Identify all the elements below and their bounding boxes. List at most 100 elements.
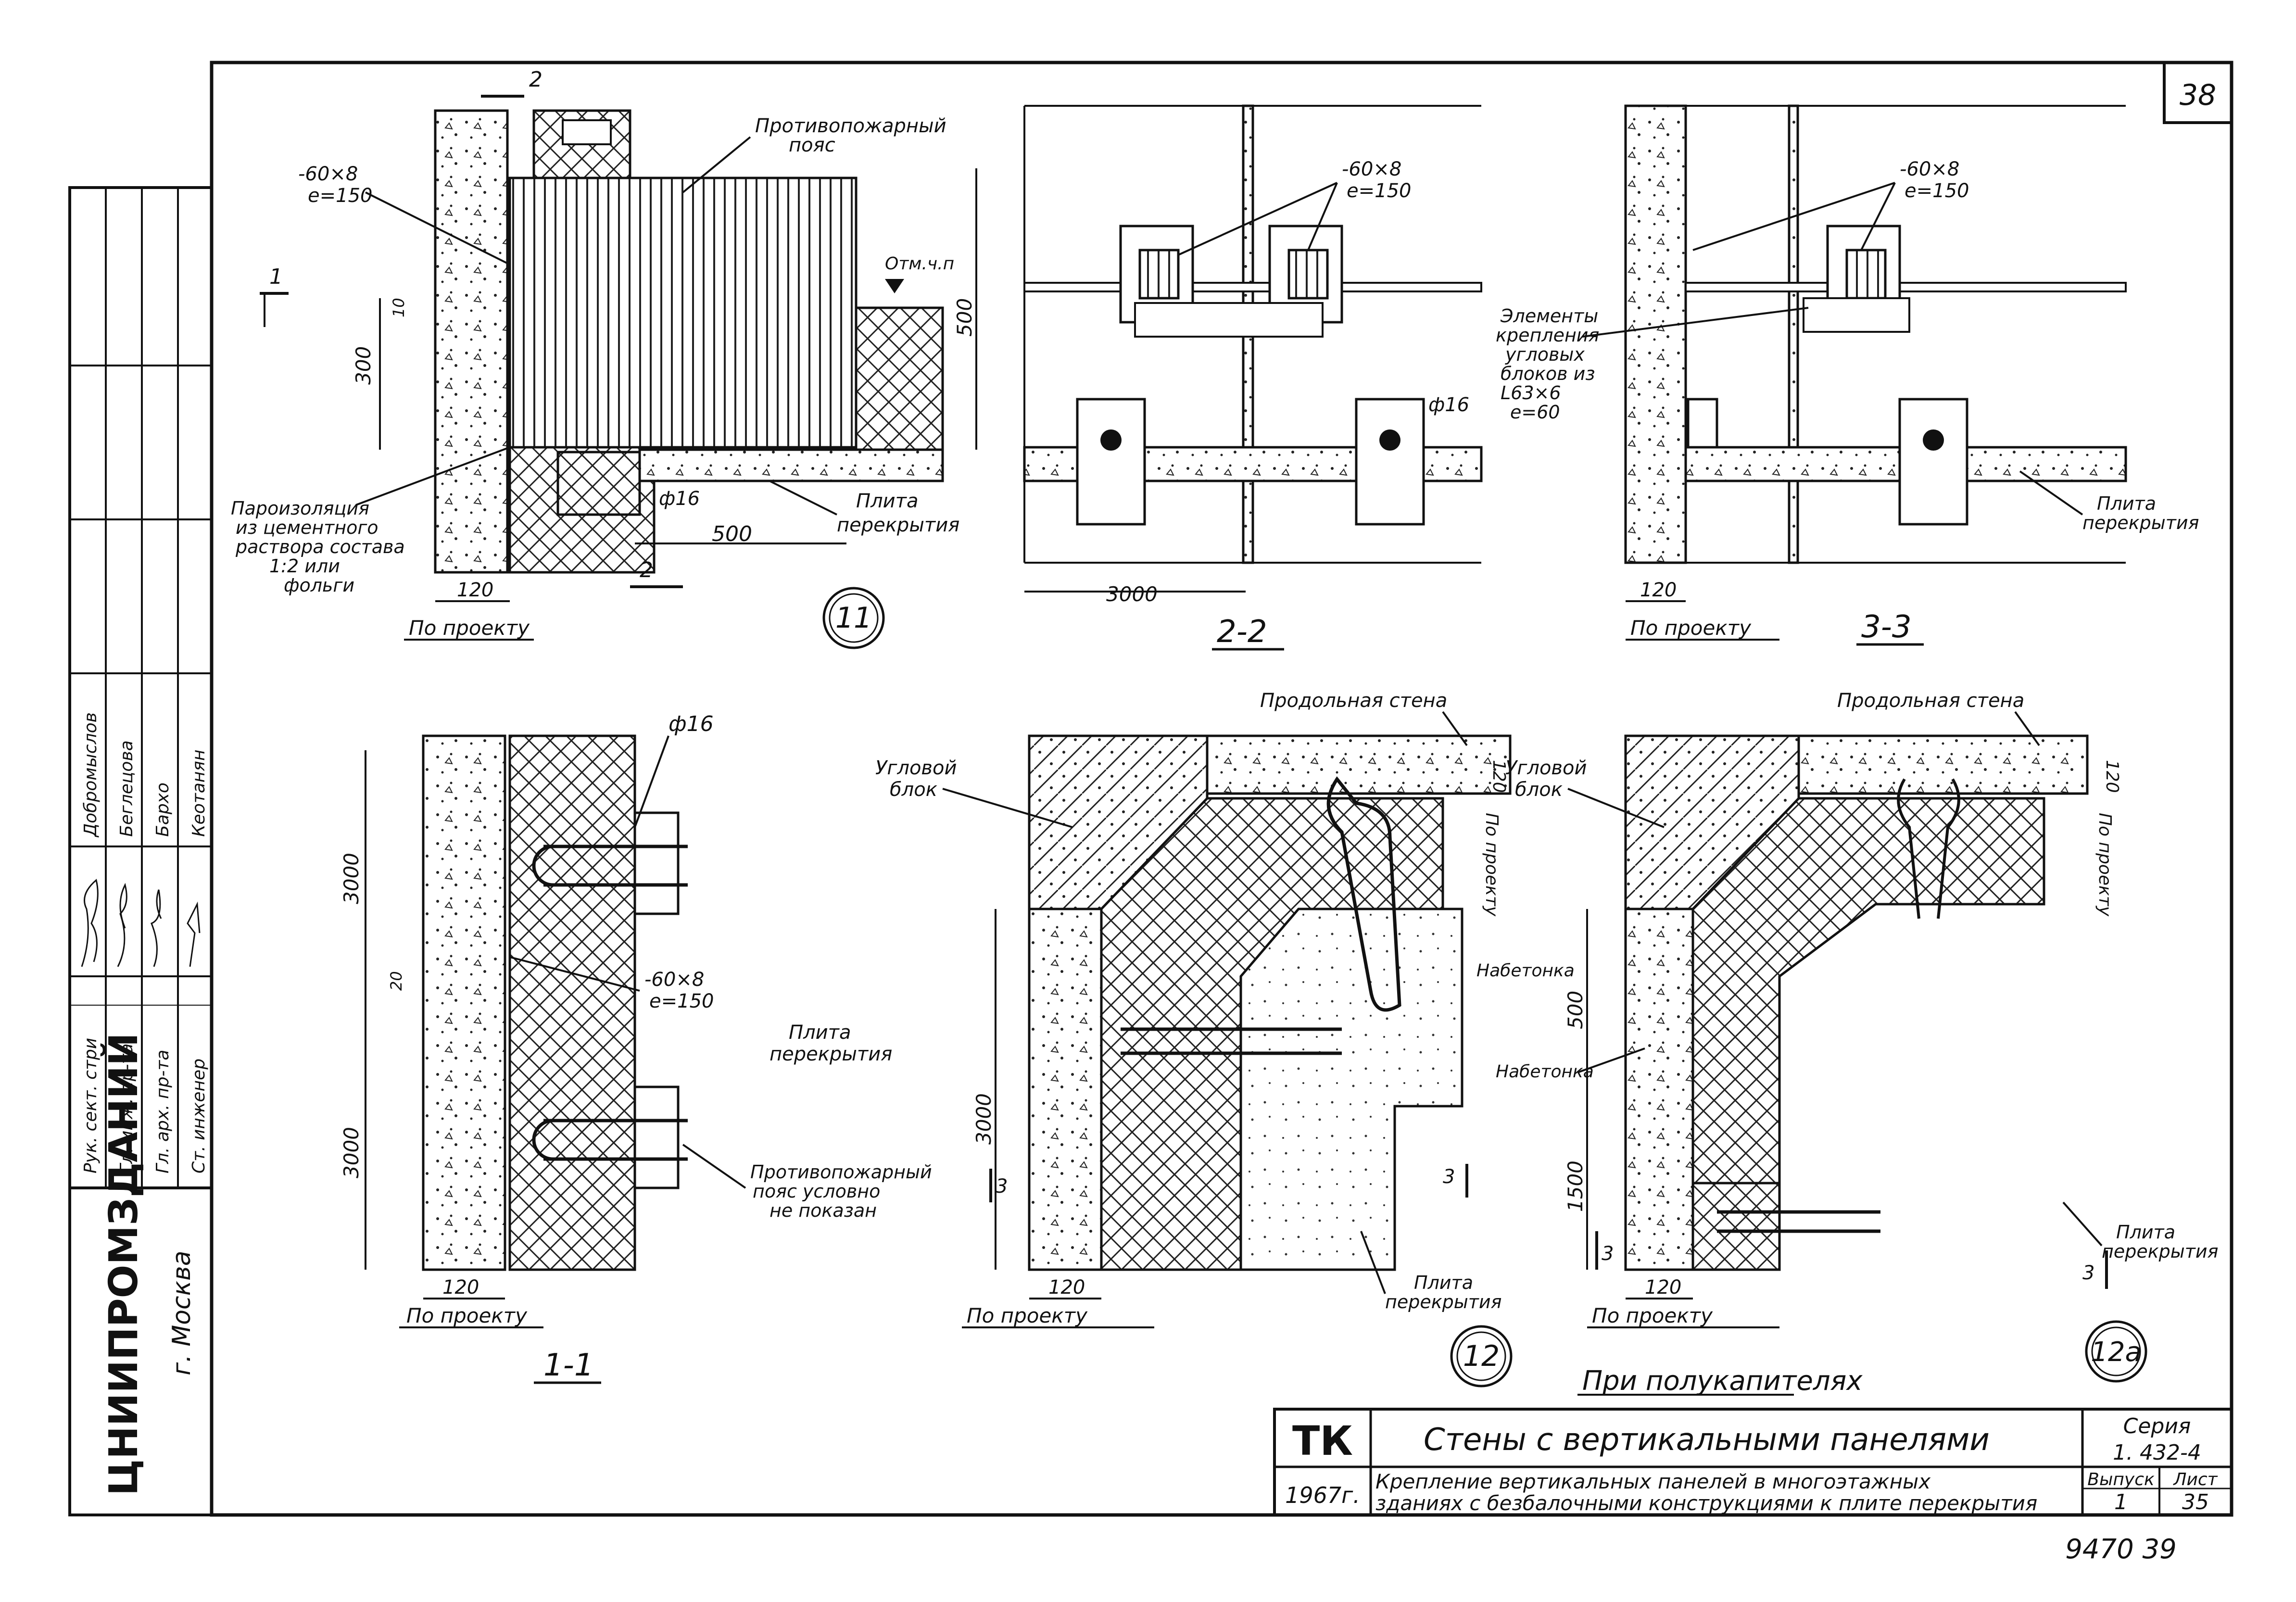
signature-3 bbox=[151, 889, 162, 967]
label-per-project: По проекту bbox=[1630, 616, 1752, 640]
page-number: 38 bbox=[2180, 78, 2216, 112]
detail-marker-12: 12 bbox=[1463, 1339, 1500, 1373]
wall-section bbox=[422, 734, 506, 1271]
page-number-box bbox=[2163, 61, 2233, 124]
section-mark-3-right: 3 bbox=[1443, 1166, 1455, 1188]
issue-label: Выпуск bbox=[2087, 1470, 2155, 1489]
section-mark-3-left: 3 bbox=[996, 1175, 1008, 1198]
label-elevation: Отм.ч.п bbox=[885, 254, 954, 274]
label-elements-4: блоков из bbox=[1501, 363, 1595, 384]
issue-value: 1 bbox=[2114, 1490, 2128, 1514]
detail-marker-circle bbox=[2085, 1320, 2147, 1383]
section-mark-2-top: 2 bbox=[529, 67, 542, 92]
section-1-1: 3000 3000 20 ф16 -60×8 e=150 Плита перек… bbox=[340, 712, 932, 1384]
label-corner-1: Угловой bbox=[1505, 757, 1587, 779]
floor-slab bbox=[638, 448, 944, 482]
sheet-subtitle-2: зданиях с безбалочными конструкциями к п… bbox=[1375, 1491, 2037, 1515]
label-long-wall: Продольная стена bbox=[1837, 690, 2024, 712]
series-value: 1. 432-4 bbox=[2113, 1440, 2201, 1465]
stamp-role-3: Гл. арх. пр-та bbox=[153, 1050, 173, 1173]
dim-120: 120 bbox=[1640, 579, 1677, 601]
section-mark-1: 1 bbox=[269, 265, 283, 289]
detail-marker-12a: 12а bbox=[2091, 1337, 2142, 1368]
label-bar-step: e=150 bbox=[308, 185, 372, 207]
detail-marker-circle bbox=[822, 587, 885, 649]
dim-3000-bottom: 3000 bbox=[340, 1127, 363, 1178]
stamp-name-3: Бархо bbox=[153, 782, 173, 837]
stamp-name-1: Добромыслов bbox=[81, 712, 101, 838]
label-per-project: По проекту bbox=[409, 616, 530, 640]
stamp-role-2: Гл. инж. пр-та bbox=[117, 1043, 137, 1173]
signature-4 bbox=[187, 901, 201, 967]
dim-120-vertical: 120 bbox=[2102, 760, 2122, 793]
label-fire-belt-1: Противопожарный bbox=[750, 1161, 932, 1183]
title-code: ТК bbox=[1292, 1417, 1353, 1464]
label-vapor-4: 1:2 или bbox=[269, 555, 340, 577]
vertical-panel bbox=[508, 734, 636, 1271]
section-3-3: -60×8 e=150 Элементы крепления угловых б… bbox=[1496, 104, 2199, 646]
label-slab-1: Плита bbox=[2097, 493, 2156, 514]
label-elements-3: угловых bbox=[1505, 344, 1585, 365]
label-per-project: По проекту bbox=[1592, 1304, 1713, 1327]
dim-3000-top: 3000 bbox=[340, 853, 363, 904]
detail-12a: Угловой блок Продольная стена 120 По про… bbox=[1496, 690, 2219, 1397]
wall-section bbox=[434, 109, 509, 574]
dim-10: 10 bbox=[390, 298, 408, 317]
signature-2 bbox=[117, 883, 127, 967]
label-vapor-2: из цементного bbox=[236, 517, 378, 538]
dim-120: 120 bbox=[1645, 1276, 1681, 1299]
label-fire-belt-2: пояс условно bbox=[753, 1181, 880, 1202]
dim-120: 120 bbox=[442, 1276, 479, 1299]
label-slab-2: перекрытия bbox=[1385, 1291, 1502, 1312]
label-corner-2: блок bbox=[890, 779, 937, 801]
label-slab-2: перекрытия bbox=[2102, 1241, 2219, 1262]
section-2-2: -60×8 e=150 ф16 3000 2-2 bbox=[1023, 104, 1483, 651]
dim-1500: 1500 bbox=[1564, 1161, 1587, 1212]
dim-120: 120 bbox=[1048, 1276, 1085, 1299]
dim-120: 120 bbox=[457, 579, 493, 601]
label-elements-5: L63×6 bbox=[1501, 382, 1561, 404]
dim-3000: 3000 bbox=[1106, 582, 1158, 606]
label-phi16: ф16 bbox=[669, 712, 714, 736]
dim-500: 500 bbox=[1564, 991, 1587, 1029]
nabetonka bbox=[1239, 908, 1463, 1271]
label-corner-1: Угловой bbox=[875, 757, 957, 779]
label-bar: -60×8 bbox=[644, 969, 704, 991]
label-nabetonka: Набетонка bbox=[1476, 961, 1575, 981]
label-slab-2: перекрытия bbox=[837, 514, 959, 536]
label-vapor-1: Пароизоляция bbox=[231, 498, 369, 519]
caption-half-capitals: При полукапителях bbox=[1582, 1365, 1863, 1397]
label-slab-2: перекрытия bbox=[770, 1043, 892, 1065]
detail-11: 500 300 10 500 120 По проекту Противопож… bbox=[231, 67, 977, 649]
label-phi16: ф16 bbox=[1428, 394, 1469, 416]
sheet-title: Стены с вертикальными панелями bbox=[1424, 1422, 1990, 1458]
insulation-block bbox=[855, 306, 944, 454]
label-slab-1: Плита bbox=[2116, 1222, 2175, 1243]
label-bar-step: e=150 bbox=[649, 990, 714, 1012]
left-stamp: Рук. сект. стри Гл. инж. пр-та Гл. арх. … bbox=[68, 186, 213, 1516]
label-elements-2: крепления bbox=[1496, 325, 1599, 346]
label-per-project: По проекту bbox=[967, 1304, 1088, 1327]
label-slab-1: Плита bbox=[789, 1022, 851, 1044]
stamp-role-4: Ст. инженер bbox=[189, 1059, 209, 1173]
section-title-2-2: 2-2 bbox=[1217, 614, 1267, 650]
wall-section bbox=[1624, 104, 1687, 564]
label-bar: -60×8 bbox=[1900, 158, 1959, 180]
stamp-name-4: Кеотанян bbox=[189, 750, 209, 837]
signature-1 bbox=[81, 879, 99, 967]
stamp-role-1: Рук. сект. стри bbox=[81, 1038, 101, 1173]
section-title-3-3: 3-3 bbox=[1861, 609, 1912, 645]
sheet-subtitle-1: Крепление вертикальных панелей в многоэт… bbox=[1375, 1470, 1931, 1493]
label-per-project-vertical: По проекту bbox=[1482, 813, 1501, 917]
section-title-1-1: 1-1 bbox=[543, 1348, 594, 1383]
title-block: ТК 1967г. Стены с вертикальными панелями… bbox=[1273, 1408, 2233, 1516]
label-fire-belt: Противопожарный bbox=[755, 115, 946, 137]
label-bar-step: e=150 bbox=[1347, 180, 1411, 202]
stamp-name-2: Беглецова bbox=[117, 740, 137, 837]
dim-500-vertical: 500 bbox=[953, 298, 976, 337]
label-bar-step: e=150 bbox=[1905, 180, 1969, 202]
sheet-value: 35 bbox=[2182, 1490, 2209, 1514]
label-per-project: По проекту bbox=[406, 1304, 528, 1327]
footer-number: 9470 39 bbox=[2065, 1534, 2177, 1565]
